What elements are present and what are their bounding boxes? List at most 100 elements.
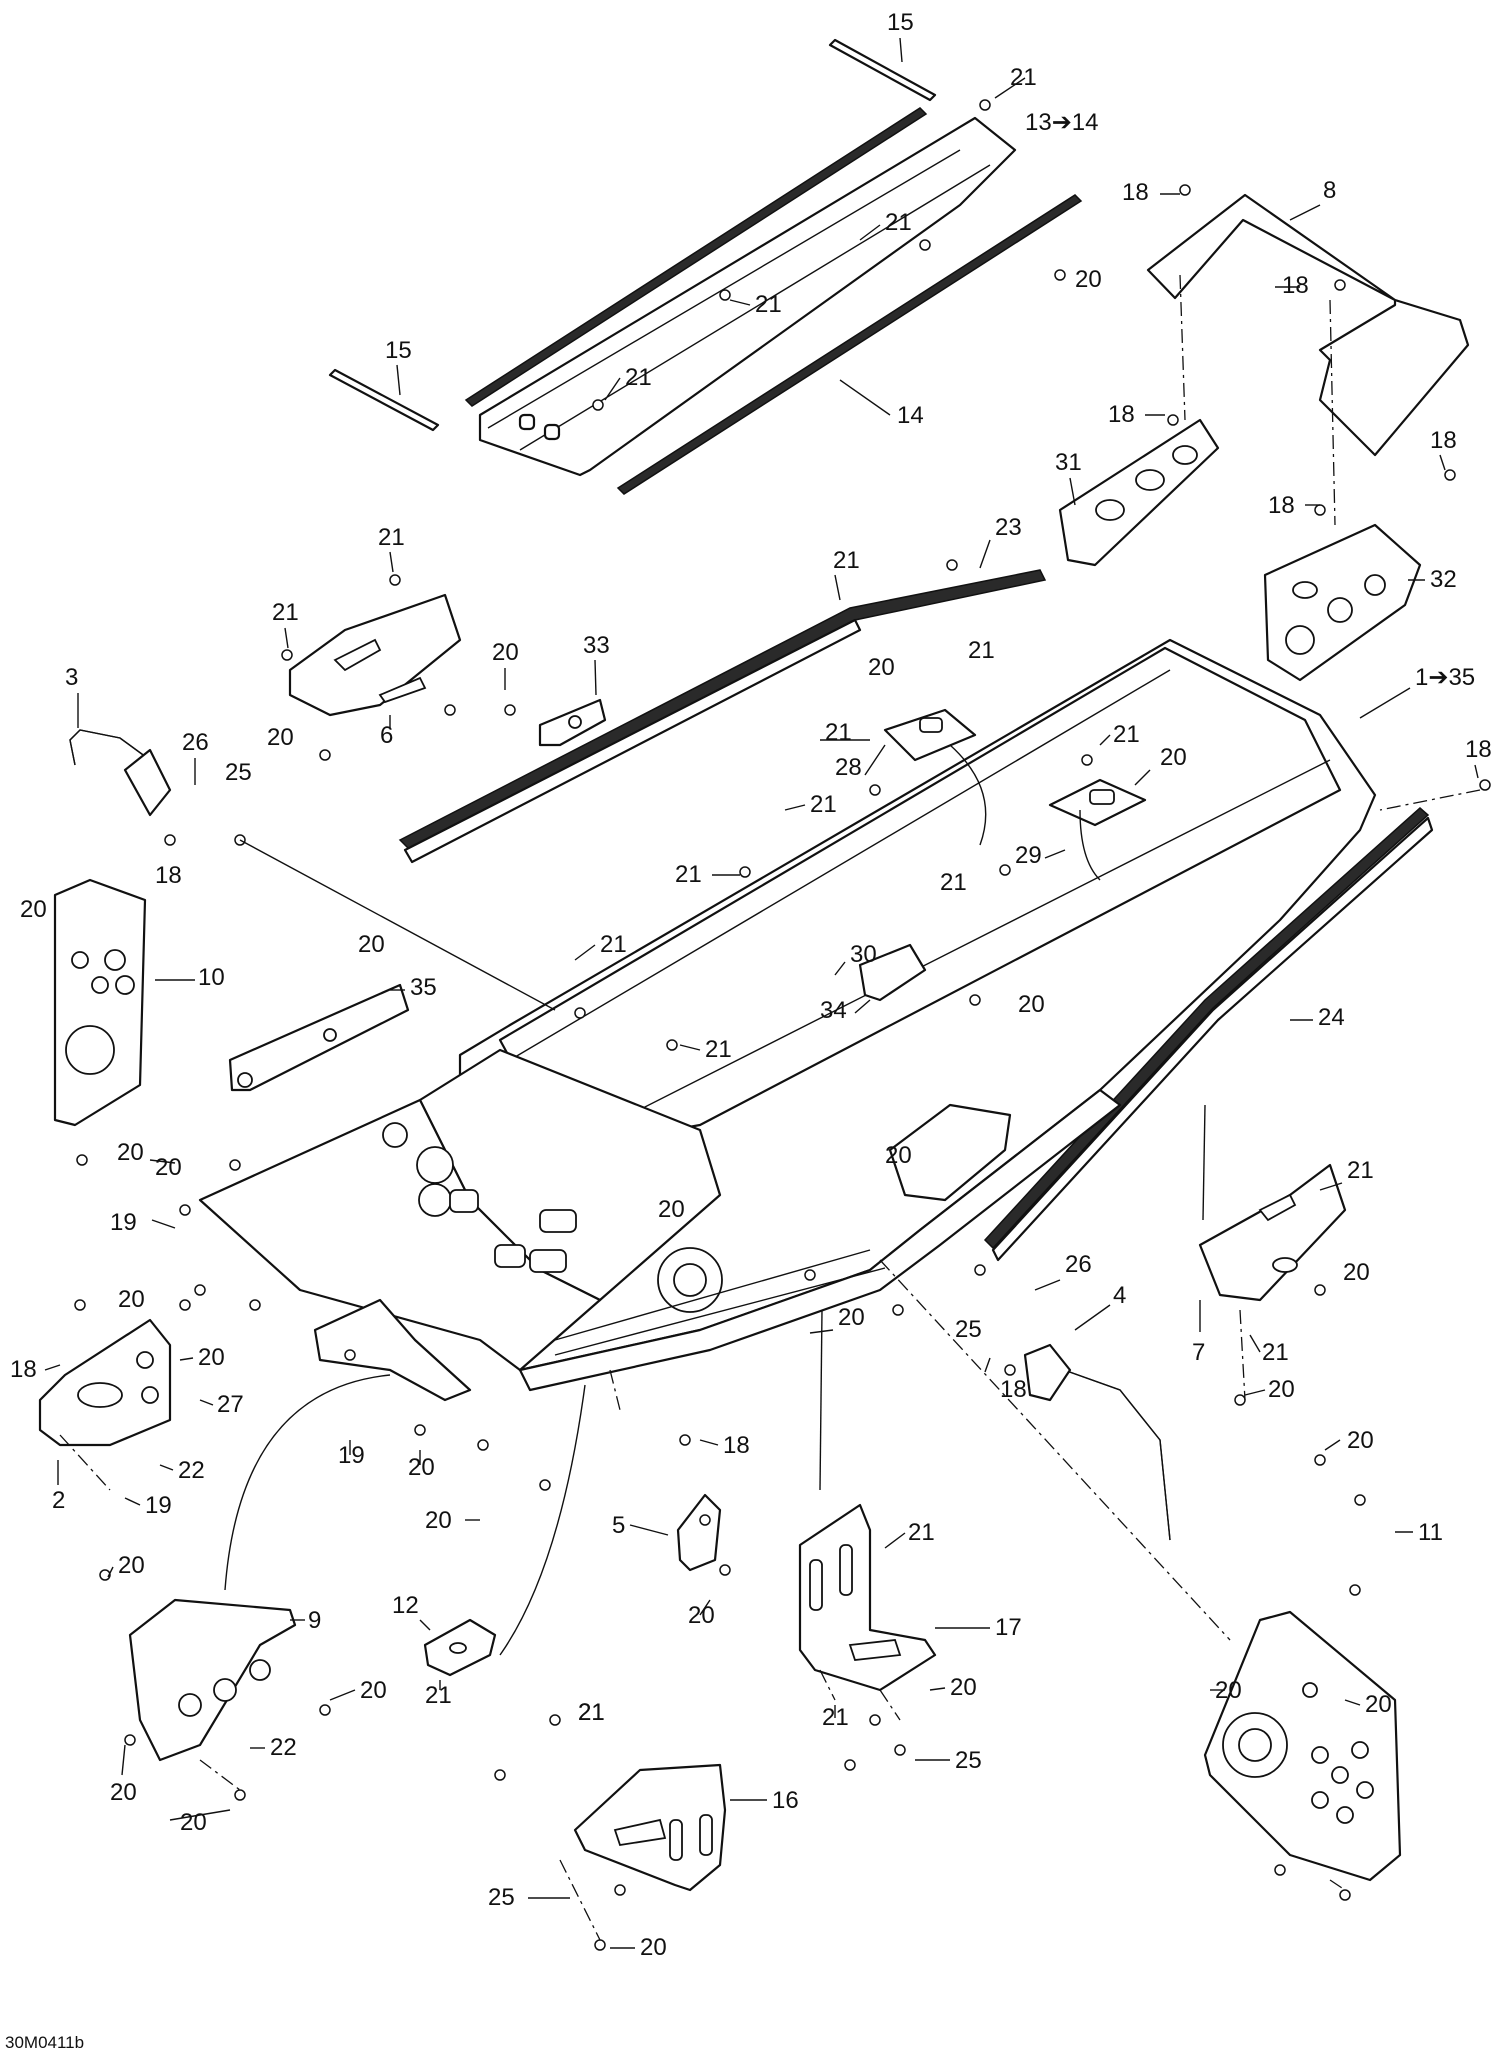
callout-22-b: 22 — [270, 1734, 297, 1761]
slide-rail-part-23 — [398, 569, 1047, 864]
callout-20-c: 20 — [868, 654, 895, 681]
callout-20-ab: 20 — [180, 1809, 207, 1836]
callout-20-e: 20 — [1160, 744, 1187, 771]
callout-20-g: 20 — [358, 931, 385, 958]
callout-4: 4 — [1113, 1282, 1126, 1309]
fastener-screws — [74, 99, 1491, 1951]
callout-21-v: 21 — [578, 1699, 605, 1726]
callout-20-l: 20 — [658, 1196, 685, 1223]
callout-21-b: 21 — [885, 209, 912, 236]
callout-20-b: 20 — [492, 639, 519, 666]
callout-5: 5 — [612, 1512, 625, 1539]
callout-25-a: 25 — [225, 759, 252, 786]
callout-20-aa: 20 — [110, 1779, 137, 1806]
callout-18-h: 18 — [1000, 1376, 1027, 1403]
bracket-part-2 — [38, 1318, 172, 1447]
callout-20-m: 20 — [1343, 1259, 1370, 1286]
callout-21-m: 21 — [940, 869, 967, 896]
bracket-part-31 — [1058, 418, 1220, 567]
callout-20-n: 20 — [118, 1286, 145, 1313]
callout-21-u: 21 — [578, 1699, 605, 1726]
callout-31: 31 — [1055, 449, 1082, 476]
callout-20-ac: 20 — [640, 1934, 667, 1961]
tunnel-cover-part-13 — [478, 116, 1017, 477]
bracket-part-33 — [538, 698, 607, 747]
callout-33: 33 — [583, 632, 610, 659]
callout-21-o: 21 — [705, 1036, 732, 1063]
callout-6: 6 — [380, 722, 393, 749]
bracket-part-17 — [798, 1503, 937, 1692]
strip-part-15-left — [328, 368, 440, 432]
callout-21-g: 21 — [272, 599, 299, 626]
callout-12: 12 — [392, 1592, 419, 1619]
callout-20-o: 20 — [838, 1304, 865, 1331]
callout-21-s: 21 — [425, 1682, 452, 1709]
callout-23: 23 — [995, 514, 1022, 541]
callout-8: 8 — [1323, 177, 1336, 204]
callout-20-j: 20 — [155, 1154, 182, 1181]
footrest-part-9 — [128, 1598, 297, 1762]
callout-17: 17 — [995, 1614, 1022, 1641]
callout-22-a: 22 — [178, 1457, 205, 1484]
callout-14: 14 — [897, 402, 924, 429]
callout-21-l: 21 — [675, 861, 702, 888]
callout-11: 11 — [1418, 1519, 1443, 1546]
bracket-part-16 — [573, 1763, 727, 1892]
callout-21-e: 21 — [378, 524, 405, 551]
callout-21-c: 21 — [755, 291, 782, 318]
callout-15-left: 15 — [385, 337, 412, 364]
callout-15-top: 15 — [887, 9, 914, 36]
callout-20-p: 20 — [1268, 1376, 1295, 1403]
callout-25-d: 25 — [488, 1884, 515, 1911]
callout-18-d: 18 — [1430, 427, 1457, 454]
callout-7: 7 — [1192, 1339, 1205, 1366]
callout-28: 28 — [835, 754, 862, 781]
callout-30: 30 — [850, 941, 877, 968]
callout-19-c: 19 — [145, 1492, 172, 1519]
callout-20-h: 20 — [1018, 991, 1045, 1018]
cap-part-12 — [423, 1618, 497, 1677]
bracket-part-6 — [288, 593, 462, 717]
callout-labels: 15 21 13➔14 18 8 20 18 21 21 15 21 14 18… — [5, 9, 1492, 2052]
callout-21-p: 21 — [1347, 1157, 1374, 1184]
callout-20-k: 20 — [885, 1142, 912, 1169]
tunnel-chassis-part-1 — [198, 638, 1377, 1392]
bracket-part-29 — [1048, 778, 1147, 827]
bracket-part-28 — [883, 708, 977, 762]
callout-18-a: 18 — [1122, 179, 1149, 206]
callout-20-q: 20 — [198, 1344, 225, 1371]
rear-cover-part-8 — [1146, 193, 1470, 457]
bracket-part-7 — [1198, 1163, 1347, 1302]
bracket-part-27 — [313, 1298, 472, 1402]
callout-20-t: 20 — [425, 1507, 452, 1534]
callout-21-a: 21 — [1010, 64, 1037, 91]
callout-18-j: 18 — [723, 1432, 750, 1459]
alignment-lines — [59, 274, 1481, 1941]
callout-16: 16 — [772, 1787, 799, 1814]
callout-21-h: 21 — [968, 637, 995, 664]
callout-20-a: 20 — [1075, 266, 1102, 293]
assembly-arrows — [224, 744, 1206, 1656]
callout-27: 27 — [217, 1391, 244, 1418]
handle-part-3 — [69, 729, 172, 817]
strip-part-15-top — [828, 38, 937, 102]
callout-19-b: 19 — [338, 1442, 365, 1469]
callout-20-d: 20 — [267, 724, 294, 751]
bracket-part-32 — [1263, 523, 1422, 682]
callout-26-b: 26 — [1065, 1251, 1092, 1278]
diagram-code: 30M0411b — [5, 2033, 84, 2052]
callout-21-n: 21 — [600, 931, 627, 958]
side-plate-part-11 — [1203, 1610, 1402, 1882]
callout-29: 29 — [1015, 842, 1042, 869]
callout-26-a: 26 — [182, 729, 209, 756]
callout-19-a: 19 — [110, 1209, 137, 1236]
callout-32: 32 — [1430, 566, 1457, 593]
callout-1-35: 1➔35 — [1415, 664, 1475, 691]
callout-21-q: 21 — [1262, 1339, 1289, 1366]
callout-35: 35 — [410, 974, 437, 1001]
rail-part-14-lower — [616, 194, 1083, 495]
callout-25-b: 25 — [955, 1316, 982, 1343]
callout-20-u: 20 — [118, 1552, 145, 1579]
side-bracket-part-10 — [53, 878, 147, 1127]
